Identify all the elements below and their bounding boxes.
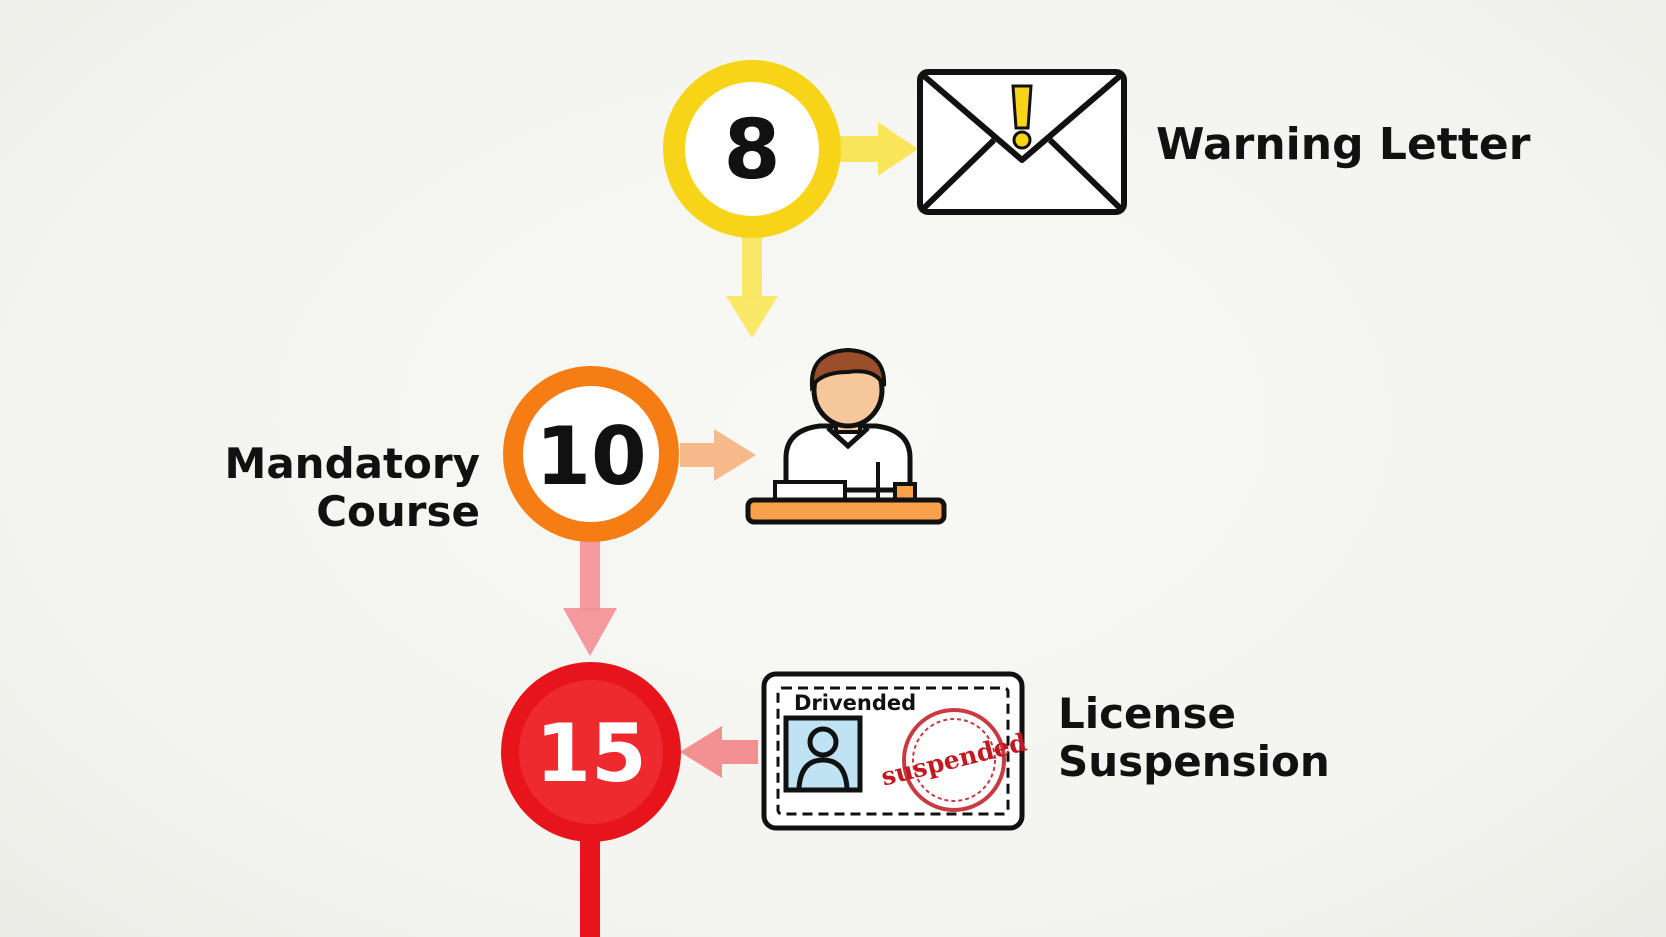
points-circle-10: 10 xyxy=(503,366,679,542)
label-mandatory-course: Mandatory Course xyxy=(218,439,480,537)
label-line: Warning Letter xyxy=(1156,119,1531,170)
arrow-from-license-card xyxy=(680,726,758,778)
timeline-continuation-line xyxy=(580,830,600,937)
label-line: Suspension xyxy=(1058,737,1330,787)
connector-8-to-10 xyxy=(726,236,778,338)
id-photo-person-icon xyxy=(783,715,863,793)
label-line: Course xyxy=(316,487,480,537)
points-value-15: 15 xyxy=(535,707,646,800)
label-line: Mandatory xyxy=(224,439,480,488)
points-circle-15: 15 xyxy=(501,662,681,842)
points-circle-8: 8 xyxy=(663,60,841,238)
student-at-desk-icon xyxy=(745,347,947,525)
points-value-10: 10 xyxy=(535,410,646,503)
suspended-license-card-icon: Drivended suspended xyxy=(761,671,1030,831)
connector-10-to-15 xyxy=(563,540,617,656)
warning-envelope-icon xyxy=(917,69,1127,215)
label-warning-letter: Warning Letter xyxy=(1156,119,1531,171)
license-card-header: Drivended xyxy=(794,691,916,715)
arrow-to-mandatory-course xyxy=(680,429,756,481)
exclamation-icon xyxy=(1011,84,1033,150)
label-license-suspension: License Suspension xyxy=(1058,689,1330,787)
label-line: License xyxy=(1058,689,1236,738)
points-value-8: 8 xyxy=(723,103,780,198)
arrow-to-warning-letter xyxy=(840,122,918,176)
